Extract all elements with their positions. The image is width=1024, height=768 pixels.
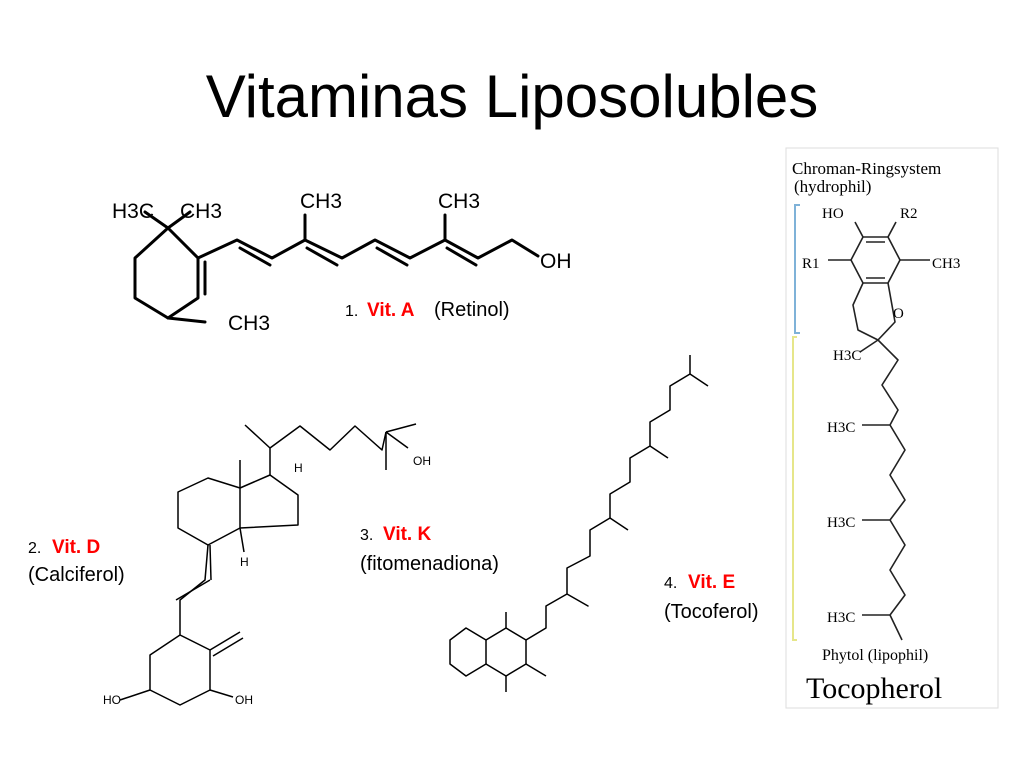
toco-h3c-2-label: H3C xyxy=(827,420,855,436)
vite-vitamin-label: Vit. E xyxy=(688,572,735,593)
vitd-vitamin-label: Vit. D xyxy=(52,537,100,558)
toco-ho-label: HO xyxy=(822,206,844,222)
phytol-label: Phytol (lipophil) xyxy=(822,647,928,664)
toco-r2-label: R2 xyxy=(900,206,918,222)
toco-h3c-4-label: H3C xyxy=(827,610,855,626)
vita-h3c-label: H3C xyxy=(112,200,154,223)
vitd-ho-label: HO xyxy=(103,693,121,707)
vita-number: 1. xyxy=(345,303,358,320)
vitd-h-lower-label: H xyxy=(240,555,249,569)
vitd-h-upper-label: H xyxy=(294,461,303,475)
toco-o-label: O xyxy=(893,306,904,322)
vitd-oh-top-label: OH xyxy=(413,454,431,468)
tocopherol-figure xyxy=(785,147,999,709)
vitk-compound-name: (fitomenadiona) xyxy=(360,553,499,575)
vita-ch3-left-label: CH3 xyxy=(180,200,222,223)
vite-number: 4. xyxy=(664,575,677,592)
toco-ch3-label: CH3 xyxy=(932,256,960,272)
toco-h3c-1-label: H3C xyxy=(833,348,861,364)
vita-vitamin-label: Vit. A xyxy=(367,300,415,321)
vitd-compound-name: (Calciferol) xyxy=(28,564,125,586)
vitd-number: 2. xyxy=(28,540,41,557)
vitamin-a-structure xyxy=(133,210,540,324)
vitamin-k-structure xyxy=(449,355,709,692)
hydrophil-label: (hydrophil) xyxy=(794,177,871,196)
chroman-label: Chroman-Ringsystem xyxy=(792,159,941,178)
vitamin-d-structure xyxy=(119,423,417,706)
slide-title: Vitaminas Liposolubles xyxy=(205,63,819,130)
vitd-oh-bottom-label: OH xyxy=(235,693,253,707)
vita-compound-name: (Retinol) xyxy=(434,299,510,321)
vitk-vitamin-label: Vit. K xyxy=(383,524,431,545)
vite-compound-name: (Tocoferol) xyxy=(664,601,758,623)
vita-ch3-mid-label: CH3 xyxy=(300,190,342,213)
toco-r1-label: R1 xyxy=(802,256,820,272)
vita-ch3-ring-label: CH3 xyxy=(228,312,270,335)
vita-oh-label: OH xyxy=(540,250,572,273)
vita-ch3-right-label: CH3 xyxy=(438,190,480,213)
toco-h3c-3-label: H3C xyxy=(827,515,855,531)
vitk-number: 3. xyxy=(360,527,373,544)
tocopherol-title: Tocopherol xyxy=(806,672,942,705)
